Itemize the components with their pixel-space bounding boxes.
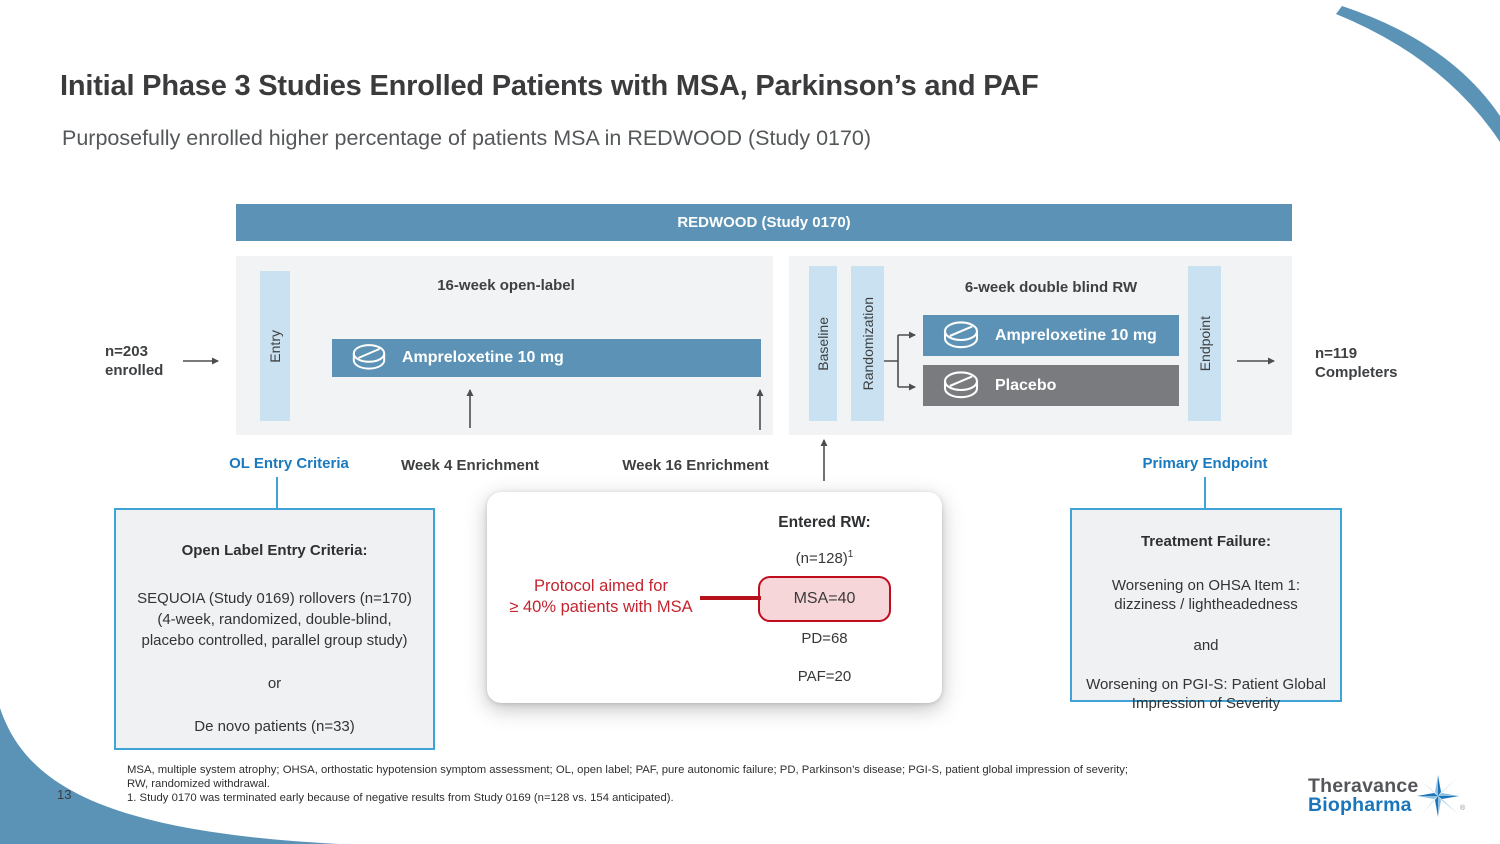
entry-label: Entry: [267, 329, 283, 363]
ampreloxetine-rw-label: Ampreloxetine 10 mg: [995, 326, 1157, 344]
failure-line-3: Worsening on PGI-S: Patient Global: [1086, 676, 1326, 693]
treatment-failure-box: Treatment Failure: Worsening on OHSA Ite…: [1070, 508, 1342, 712]
top-right-swoosh: [1336, 6, 1500, 142]
pill-icon: [943, 320, 979, 348]
ampreloxetine-bar-label: Ampreloxetine 10 mg: [402, 349, 564, 366]
ol-entry-criteria-label: OL Entry Criteria: [229, 455, 349, 472]
entry-column: Entry: [260, 271, 290, 421]
study-header-bar: REDWOOD (Study 0170): [236, 204, 1292, 241]
paf-count: PAF=20: [797, 668, 852, 685]
baseline-column: Baseline: [809, 266, 837, 421]
placebo-bar-label: Placebo: [995, 376, 1057, 394]
baseline-label: Baseline: [815, 316, 831, 371]
criteria-line-1: SEQUOIA (Study 0169) rollovers (n=170): [137, 590, 412, 607]
endpoint-label: Endpoint: [1196, 315, 1213, 372]
protocol-line-2: ≥ 40% patients with MSA: [509, 598, 693, 616]
footnotes: MSA, multiple system atrophy; OHSA, orth…: [127, 764, 1297, 805]
logo-name-line2: Biopharma: [1308, 794, 1412, 816]
enrolled-annotation: n=203 enrolled: [105, 342, 163, 380]
open-label-phase-label: 16-week open-label: [437, 277, 575, 294]
week4-enrichment-label: Week 4 Enrichment: [400, 457, 540, 474]
randomization-label: Randomization: [859, 296, 876, 391]
pill-icon: [943, 370, 979, 398]
footnote-termination: 1. Study 0170 was terminated early becau…: [127, 791, 674, 804]
enrolled-word: enrolled: [105, 362, 164, 379]
footnote-ref: 1: [847, 549, 854, 560]
footnote-abbreviations-1: MSA, multiple system atrophy; OHSA, orth…: [127, 764, 1129, 776]
page-number: 13: [57, 787, 72, 802]
footnote-abbreviations-2: RW, randomized withdrawal.: [127, 777, 270, 790]
completers-n: n=119: [1315, 345, 1358, 362]
open-label-criteria-box: Open Label Entry Criteria: SEQUOIA (Stud…: [114, 508, 435, 750]
randomization-column: Randomization: [851, 266, 884, 421]
criteria-or: or: [267, 675, 282, 692]
company-logo: Theravance Biopharma ®: [1308, 775, 1468, 827]
logo-name-line1: Theravance: [1308, 775, 1419, 797]
pd-count: PD=68: [801, 630, 848, 647]
endpoint-column: Endpoint: [1188, 266, 1221, 421]
failure-line-1: Worsening on OHSA Item 1:: [1111, 577, 1301, 594]
placebo-bar: Placebo: [923, 365, 1179, 406]
primary-endpoint-label: Primary Endpoint: [1142, 455, 1268, 472]
pill-icon: [352, 344, 386, 370]
page-subtitle: Purposefully enrolled higher percentage …: [62, 126, 872, 150]
logo-starburst-icon: [1417, 775, 1459, 817]
treatment-failure-title: Treatment Failure:: [1140, 533, 1272, 550]
failure-and: and: [1193, 637, 1219, 654]
criteria-line-2: (4-week, randomized, double-blind,: [157, 611, 392, 628]
failure-line-2: dizziness / lightheadedness: [1114, 596, 1298, 613]
completers-word: Completers: [1315, 364, 1398, 381]
study-header-label: REDWOOD (Study 0170): [677, 214, 851, 231]
entered-rw-title: Entered RW:: [778, 514, 871, 531]
page-title: Initial Phase 3 Studies Enrolled Patient…: [60, 70, 1039, 102]
entered-rw-n: (n=128)1: [795, 549, 854, 568]
protocol-aim-note: Protocol aimed for ≥ 40% patients with M…: [487, 576, 715, 618]
double-blind-phase-label: 6-week double blind RW: [964, 279, 1138, 296]
failure-line-4: Impression of Severity: [1131, 695, 1281, 712]
msa-highlight-box: MSA=40: [758, 576, 891, 622]
week16-enrichment-label: Week 16 Enrichment: [622, 457, 769, 474]
ampreloxetine-bar-open-label: Ampreloxetine 10 mg: [332, 339, 761, 377]
completers-annotation: n=119 Completers: [1315, 344, 1398, 382]
registered-mark: ®: [1460, 805, 1466, 812]
msa-count: MSA=40: [793, 590, 856, 607]
open-label-criteria-title: Open Label Entry Criteria:: [181, 542, 368, 559]
criteria-line-3: placebo controlled, parallel group study…: [141, 632, 408, 649]
entered-rw-card: Entered RW: (n=128)1 MSA=40 PD=68 PAF=20…: [487, 492, 942, 703]
criteria-line-4: De novo patients (n=33): [194, 718, 355, 735]
enrolled-n: n=203: [105, 343, 148, 360]
ampreloxetine-bar-rw: Ampreloxetine 10 mg: [923, 315, 1179, 356]
protocol-line-1: Protocol aimed for: [534, 577, 668, 595]
